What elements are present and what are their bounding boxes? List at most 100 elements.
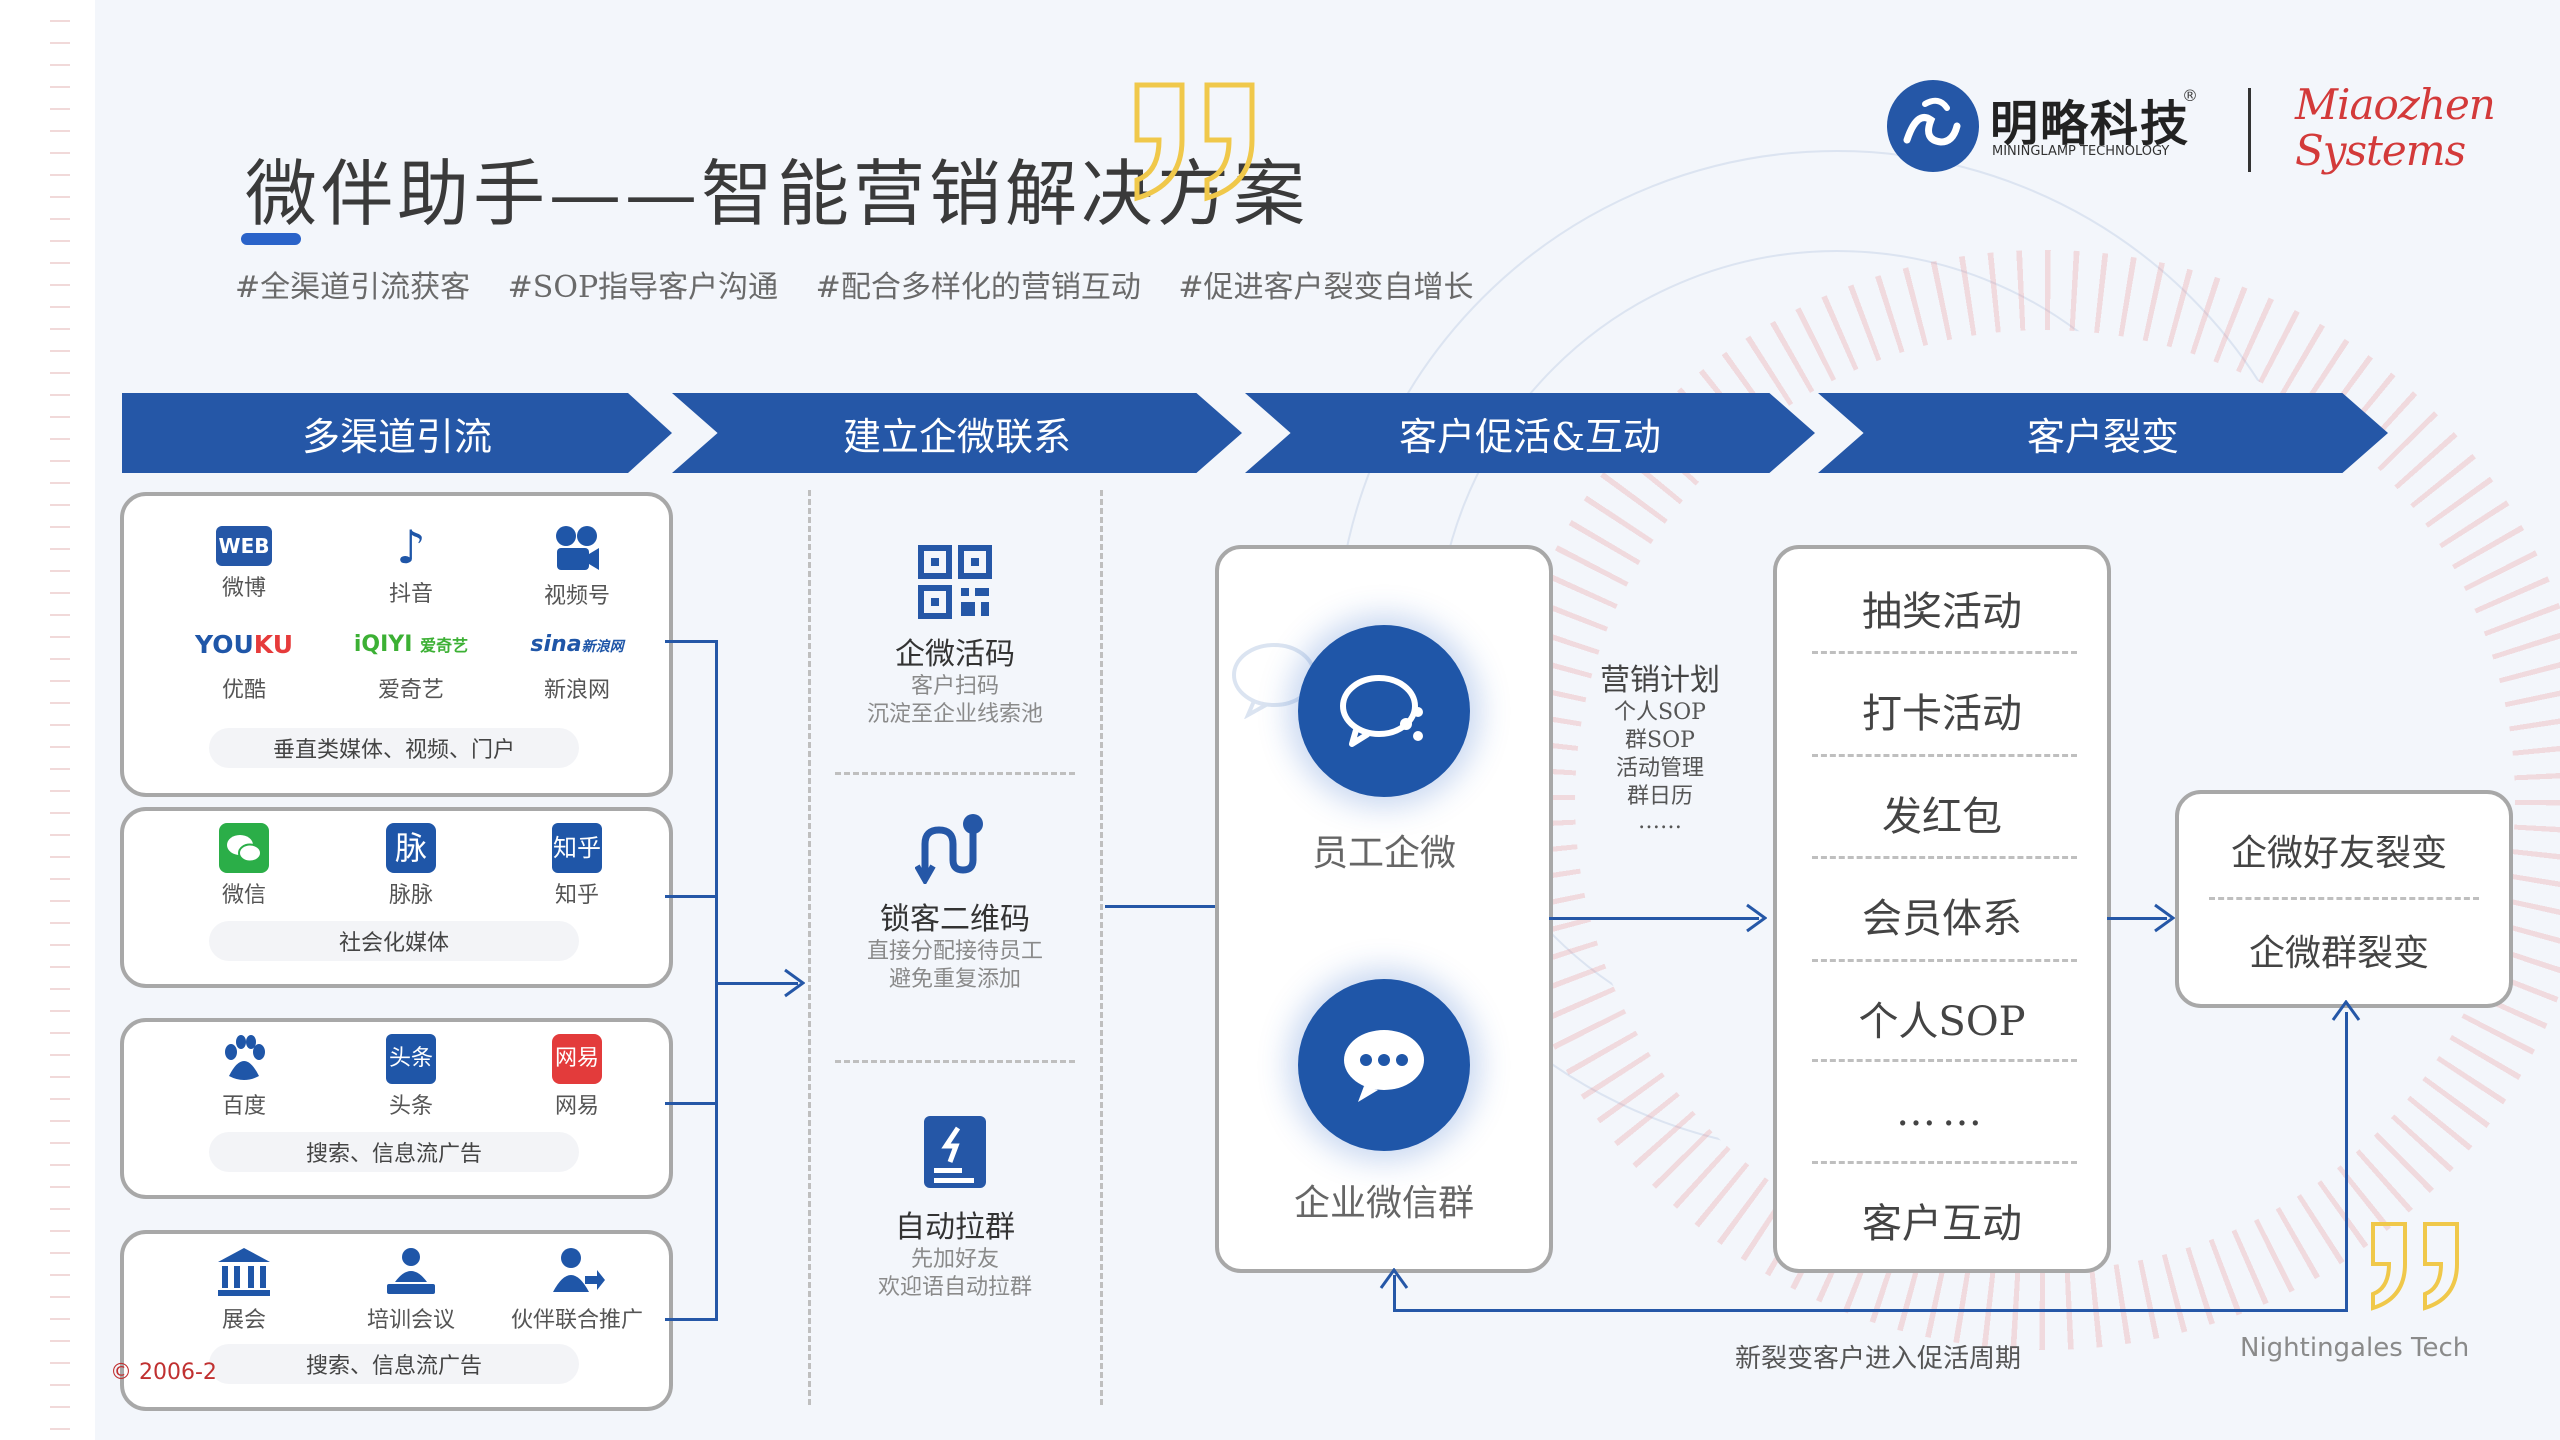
ruler-tick — [50, 504, 70, 506]
activity-item: 会员体系 — [1862, 896, 2022, 942]
video-channel-icon — [556, 526, 599, 570]
channel-label: 展会 — [221, 1308, 266, 1333]
contact-method-desc: 欢迎语自动拉群 — [877, 1275, 1032, 1300]
quote-mark-icon — [1125, 75, 1275, 205]
wecom-icon — [1340, 675, 1423, 747]
group-chat-icon — [1344, 1030, 1424, 1102]
ruler-tick — [50, 658, 70, 660]
ruler-tick — [50, 1274, 70, 1276]
contact-method-desc: 避免重复添加 — [888, 967, 1021, 992]
ruler-tick — [50, 614, 70, 616]
channel-label: 微博 — [221, 576, 266, 601]
left-ruler — [0, 0, 95, 1440]
contact-method-title: 自动拉群 — [895, 1210, 1015, 1245]
bracket-line — [665, 1102, 718, 1105]
ruler-tick — [50, 482, 70, 484]
channel-label: 脉脉 — [388, 883, 433, 908]
channel-group-search: 百度 头条 头条 网易 网易 搜索、信息流广告 — [120, 1018, 673, 1199]
employee-wecom-button — [1298, 625, 1470, 797]
channel-caption: 垂直类媒体、视频、门户 — [209, 728, 579, 768]
miaozhen-line1: Miaozhen — [2295, 80, 2496, 129]
arrow-head-icon — [2154, 903, 2175, 933]
activity-item: 打卡活动 — [1862, 691, 2022, 737]
contact-method-qr: 企微活码 客户扫码 沉淀至企业线索池 — [820, 545, 1090, 729]
ruler-tick — [50, 350, 70, 352]
bracket-line — [665, 895, 718, 898]
channel-group-social: 微信 脉 脉脉 知乎 知乎 社会化媒体 — [120, 807, 673, 988]
ruler-tick — [50, 218, 70, 220]
exhibition-icon — [218, 1248, 270, 1296]
iqiyi-icon: iQIYI 爱奇艺 — [353, 632, 469, 657]
ruler-tick — [50, 570, 70, 572]
activity-divider — [1812, 754, 2077, 757]
arrow-up-icon — [2331, 1000, 2361, 1021]
channel-netease: 网易 网易 — [502, 1034, 652, 1120]
ruler-tick — [50, 394, 70, 396]
channel-label: 爱奇艺 — [377, 678, 444, 703]
bracket-line — [665, 1318, 718, 1321]
activities-box: 抽奖活动 打卡活动 发红包 会员体系 个人SOP …… 客户互动 — [1773, 545, 2111, 1273]
ruler-tick — [50, 922, 70, 924]
contact-method-title: 企微活码 — [895, 637, 1015, 672]
channel-sina: sina新浪网 新浪网 — [502, 628, 652, 704]
employee-wecom-label: 员工企微 — [1311, 833, 1456, 874]
activity-item: …… — [1896, 1089, 1988, 1135]
ruler-tick — [50, 790, 70, 792]
web-icon: WEB — [216, 526, 272, 566]
channel-exhibition: 展会 — [169, 1246, 319, 1334]
ruler-tick — [50, 86, 70, 88]
ruler-tick — [50, 1054, 70, 1056]
marketing-plan-item: 群SOP — [1625, 728, 1695, 753]
activity-divider — [1812, 959, 2077, 962]
ruler-tick — [50, 1098, 70, 1100]
ruler-tick — [50, 702, 70, 704]
stage-chevron-4: 客户裂变 — [1818, 393, 2388, 473]
ruler-tick — [50, 108, 70, 110]
channel-label: 知乎 — [554, 883, 599, 908]
bracket-vertical — [715, 640, 718, 1321]
engagement-box: 员工企微 企业微信群 — [1215, 545, 1553, 1273]
activity-divider — [1812, 856, 2077, 859]
maimai-icon: 脉 — [386, 823, 436, 873]
fission-divider — [2209, 897, 2479, 900]
channel-caption: 搜索、信息流广告 — [209, 1344, 579, 1384]
miaozhen-line2: Systems — [2295, 126, 2466, 175]
baidu-icon — [225, 1035, 265, 1080]
channel-label: 抖音 — [388, 582, 433, 607]
channel-label: 培训会议 — [366, 1308, 455, 1333]
ruler-tick — [50, 966, 70, 968]
ruler-tick — [50, 1076, 70, 1078]
ruler-tick — [50, 746, 70, 748]
contact-method-desc: 先加好友 — [910, 1247, 999, 1272]
channel-label: 视频号 — [543, 584, 610, 609]
arrow-head-icon — [784, 968, 805, 998]
ruler-tick — [50, 548, 70, 550]
logo-divider — [2248, 88, 2251, 172]
wecom-group-label: 企业微信群 — [1293, 1183, 1474, 1224]
ruler-tick — [50, 328, 70, 330]
channel-group-media: WEB 微博 ♪ 抖音 视频号 YOUKU 优酷 iQIYI 爱奇艺 爱奇艺 s… — [120, 492, 673, 797]
ruler-tick — [50, 1142, 70, 1144]
fission-item: 企微群裂变 — [2248, 933, 2429, 974]
zhihu-icon: 知乎 — [552, 823, 602, 873]
ruler-tick — [50, 1318, 70, 1320]
ruler-tick — [50, 878, 70, 880]
activity-item: 客户互动 — [1862, 1201, 2022, 1247]
ruler-tick — [50, 20, 70, 22]
ruler-tick — [50, 1428, 70, 1430]
ruler-tick — [50, 834, 70, 836]
channel-label: 微信 — [221, 883, 266, 908]
ruler-tick — [50, 592, 70, 594]
mininglamp-cn-name: 明略科技 — [1990, 96, 2191, 152]
ruler-tick — [50, 988, 70, 990]
wechat-icon — [219, 823, 269, 873]
ruler-tick — [50, 64, 70, 66]
ruler-tick — [50, 944, 70, 946]
loop-line — [2345, 1012, 2348, 1312]
channel-partner: 伙伴联合推广 — [502, 1246, 652, 1334]
fission-item: 企微好友裂变 — [2230, 833, 2447, 874]
contact-method-auto-group: 自动拉群 先加好友 欢迎语自动拉群 — [820, 1112, 1090, 1302]
ruler-tick — [50, 240, 70, 242]
channel-label: 网易 — [554, 1094, 599, 1119]
contact-method-desc: 客户扫码 — [910, 674, 999, 699]
